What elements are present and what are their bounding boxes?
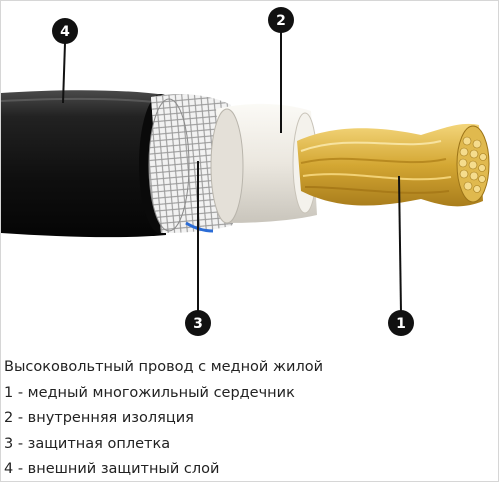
caption-title: Высоковольтный провод с медной жилой (4, 359, 324, 375)
leader-line-4 (62, 42, 66, 104)
marker-1-label: 1 (396, 316, 406, 332)
cable-diagram: 1 2 3 4 (1, 7, 490, 336)
marker-2: 2 (268, 7, 294, 33)
marker-3-label: 3 (193, 316, 203, 332)
caption-item-1: 1 - медный многожильный сердечник (4, 384, 295, 401)
inner-insulation (210, 103, 318, 224)
caption-item-3: 3 - защитная оплетка (4, 435, 171, 452)
leader-lines (62, 31, 402, 314)
marker-4-label: 4 (60, 24, 70, 40)
caption: Высоковольтный провод с медной жилой 1 -… (4, 355, 494, 483)
leader-line-1 (398, 175, 402, 314)
copper-core (297, 123, 490, 207)
marker-2-label: 2 (276, 13, 286, 29)
marker-3: 3 (185, 310, 211, 336)
marker-4: 4 (52, 18, 78, 44)
caption-item-4: 4 - внешний защитный слой (4, 461, 220, 477)
caption-item-2: 2 - внутренняя изоляция (4, 410, 194, 426)
marker-1: 1 (388, 310, 414, 336)
